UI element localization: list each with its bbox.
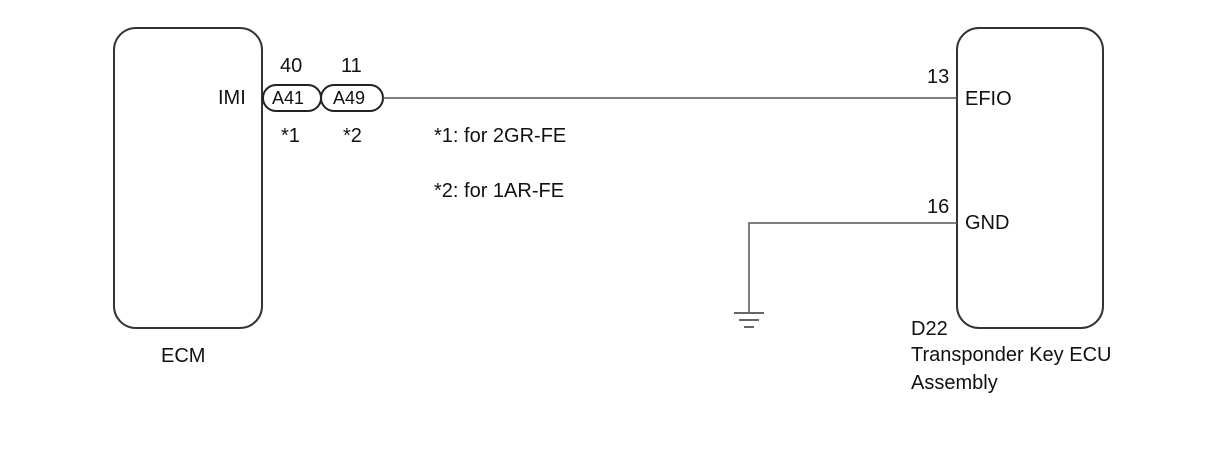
ecm-label: ECM xyxy=(161,345,206,367)
ecu-pin-name: GND xyxy=(965,212,1010,234)
ground-icon xyxy=(734,312,764,328)
connector-pin-number: 11 xyxy=(341,55,362,77)
ecu-pin-number: 16 xyxy=(927,196,950,218)
ecu-box xyxy=(956,27,1104,329)
connector-pin-number: 40 xyxy=(280,55,303,77)
ecm-pin-name: IMI xyxy=(218,87,246,109)
ecu-name-line1: Transponder Key ECU xyxy=(911,344,1112,366)
ecu-pin-name: EFIO xyxy=(965,88,1012,110)
connector-note-ref: *2 xyxy=(343,125,362,147)
note-text: *1: for 2GR-FE xyxy=(434,125,567,147)
ecu-name-line2: Assembly xyxy=(911,372,998,394)
ecu-connector-id: D22 xyxy=(911,318,948,340)
connector-id: A49 xyxy=(333,88,366,108)
ecu-pin-number: 13 xyxy=(927,66,950,88)
connector-note-ref: *1 xyxy=(281,125,300,147)
ground-wire xyxy=(748,222,957,312)
ecm-box xyxy=(113,27,263,329)
connector-id: A41 xyxy=(272,88,305,108)
note-text: *2: for 1AR-FE xyxy=(434,180,565,202)
